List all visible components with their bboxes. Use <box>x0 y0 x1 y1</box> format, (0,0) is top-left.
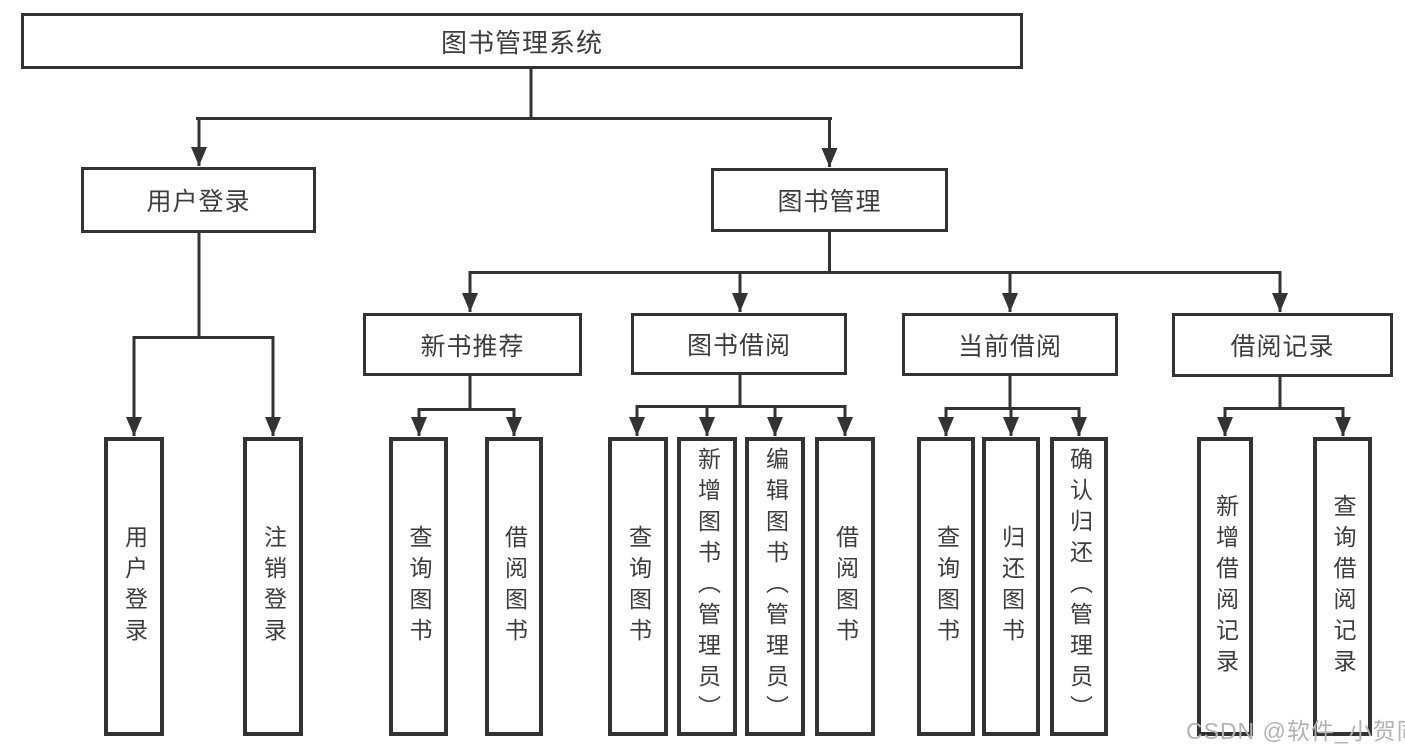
leaf-confirm-return-admin: 确认归还（管理员） <box>1050 437 1108 736</box>
node-current-borrowing: 当前借阅 <box>902 313 1118 376</box>
csdn-watermark: CSDN @软件_小贺同学 <box>1186 718 1405 744</box>
leaf-borrow-books-borrowing: 借阅图书 <box>815 437 875 736</box>
leaf-borrow-books-recommend: 借阅图书 <box>485 437 543 736</box>
node-new-book-recommendation: 新书推荐 <box>363 313 582 376</box>
leaf-logout: 注销登录 <box>243 437 303 736</box>
leaf-query-books-recommend: 查询图书 <box>389 437 448 736</box>
leaf-query-borrow-record: 查询借阅记录 <box>1313 437 1372 736</box>
leaf-return-books: 归还图书 <box>982 437 1040 736</box>
node-library-management-system: 图书管理系统 <box>21 13 1023 69</box>
leaf-query-books-borrowing: 查询图书 <box>608 437 668 736</box>
connector-segments <box>132 69 1345 411</box>
node-borrowing-records: 借阅记录 <box>1172 313 1393 377</box>
node-book-borrowing: 图书借阅 <box>631 313 847 375</box>
node-user-login: 用户登录 <box>81 167 316 233</box>
node-book-management: 图书管理 <box>711 168 948 232</box>
connector-arrows <box>126 118 1351 436</box>
leaf-add-borrow-record: 新增借阅记录 <box>1197 437 1253 736</box>
leaf-add-books-admin: 新增图书（管理员） <box>677 437 737 736</box>
leaf-query-books-current: 查询图书 <box>917 437 975 736</box>
leaf-edit-books-admin: 编辑图书（管理员） <box>745 437 805 736</box>
leaf-user-login: 用户登录 <box>104 437 164 736</box>
